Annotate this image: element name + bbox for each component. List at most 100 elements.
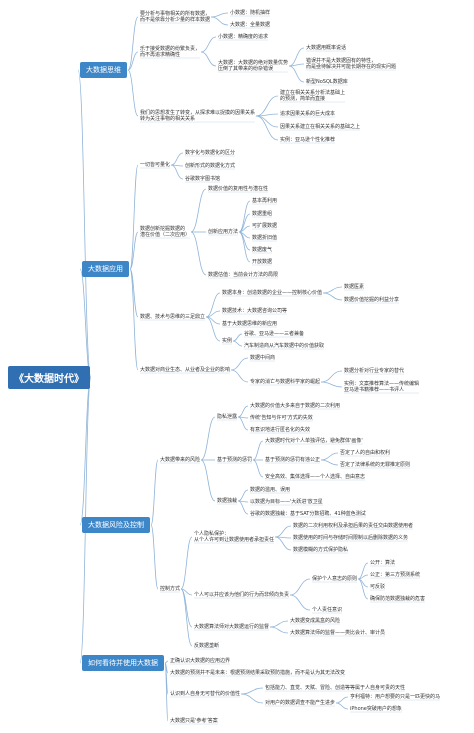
node[interactable]: 实例 [222, 338, 233, 344]
node[interactable]: 大数据对商业生态、从业者及企业的影响 [140, 367, 231, 373]
node[interactable]: 以数据为目标——'大跃进'放卫星 [250, 499, 323, 505]
node[interactable]: 控制方式 [160, 586, 181, 592]
connector-line [127, 16, 139, 71]
node[interactable]: 个人可以并应该为他们的行为而非倾向负责 [194, 592, 290, 598]
node[interactable]: 数据的二次利用权利及承担后果的责任交由数据使用者 [293, 523, 414, 529]
node[interactable]: 数据废气 [252, 247, 273, 253]
node[interactable]: 数据创新挖掘数据的 潜在价值（二次应用） [140, 226, 191, 238]
node[interactable]: 数据折旧值 [252, 235, 278, 241]
node[interactable]: 一切皆可量化 [140, 162, 171, 168]
node[interactable]: 正确认识大数据的应用边界 [170, 658, 231, 664]
node[interactable]: 数据、技术与思维的三足鼎立 [140, 314, 206, 320]
node[interactable]: 小数据：精确度的追求 [218, 34, 269, 40]
node[interactable]: 确保防范数据独裁的危害 [370, 596, 426, 602]
node[interactable]: 否定了人的自由和权利 [340, 450, 391, 456]
node[interactable]: 数据重组 [252, 211, 273, 217]
node[interactable]: 谷歌、亚马逊——三者兼备 [244, 331, 305, 337]
node[interactable]: 基本再利用 [252, 198, 278, 204]
node[interactable]: 汽车制造商从汽车数据中的价值获取 [244, 343, 325, 349]
node[interactable]: 包括能力、直觉、天赋、冒险、创造等等属于人自身可贵的天性 [265, 685, 406, 691]
node[interactable]: 错误并不是大数据固有的特性， 而是亟待解决并可能长期存在的现实问题 [306, 58, 397, 70]
connector-line [200, 36, 217, 53]
node[interactable]: 乐于接受数据的纷繁负责， 而不再追求精确性 [140, 46, 201, 58]
node[interactable]: 数字化与数据化的区分 [185, 150, 236, 156]
connector-line [200, 459, 216, 502]
node[interactable]: 数据价值的复用性与潜在性 [208, 186, 269, 192]
node[interactable]: 数据技术：大数据咨询公司等 [222, 308, 288, 314]
node[interactable]: 可反驳 [370, 584, 386, 590]
node[interactable]: 大数据算法师的监督——类比会计、审计员 [290, 630, 386, 636]
node[interactable]: 大数据只是'参考'答案 [170, 718, 218, 724]
node[interactable]: 大数据的预测并不是未来：根据预测结果采取预防措施，而不是认为其无法改变 [170, 670, 346, 676]
node[interactable]: 亨利福特：用户想要的只是一匹更快的马 [350, 694, 441, 700]
node[interactable]: 专家的消亡与数据科学家的崛起 [250, 379, 321, 385]
connector-line [322, 292, 343, 301]
node[interactable]: 谷歌的数据独裁：基于SAT分数招聘、41种蓝色测试 [250, 511, 366, 517]
root-node[interactable]: 《大数据时代》 [8, 366, 90, 389]
node[interactable]: 可扩展数据 [252, 223, 278, 229]
connector-line [289, 594, 311, 611]
node[interactable]: 大数据的价值大多来自于数据的二次利用 [250, 403, 341, 409]
node[interactable]: 基于预测的惩罚 [217, 457, 253, 463]
node[interactable]: 保护个人意志的原则 [312, 576, 358, 582]
node[interactable]: 谷歌数字图书馆 [185, 176, 221, 182]
node[interactable]: 大数据变成黑盒的风险 [290, 618, 341, 624]
branch-thinking[interactable]: 大数据思维 [80, 62, 127, 78]
node[interactable]: 要分析与事物相关的所有数据， 而不是依靠分析少量的样本数据 [140, 11, 211, 23]
node[interactable]: 大数据算法师对大数据运行的监督 [194, 624, 270, 630]
node[interactable]: 创新应用方法 [208, 229, 239, 235]
node[interactable]: 新型NoSQL数据库 [306, 79, 348, 85]
node[interactable]: 基于预测的惩罚有违公正 [265, 457, 321, 463]
node[interactable]: 隐私泄露 [217, 414, 238, 420]
node[interactable]: 开放数据 [252, 259, 273, 265]
node[interactable]: 大数据：全量数据 [230, 22, 271, 28]
connector-line [200, 51, 217, 67]
node[interactable]: 数据模糊的方式保护隐私 [293, 547, 349, 553]
node[interactable]: 基于大数据思维的新应用 [222, 321, 278, 327]
node[interactable]: iPhone突破用户的想象 [350, 706, 402, 712]
node[interactable]: 创新形式的数据化方式 [185, 163, 236, 169]
node[interactable]: 数据估值：当前会计方法的局限 [208, 272, 279, 278]
connector-line [320, 381, 343, 388]
node[interactable]: 安全高效、集体选择——个人选择、自由意志 [265, 474, 366, 480]
node[interactable]: 实例：亚马逊个性化推荐 [280, 137, 336, 143]
node[interactable]: 大数据带来的风险 [160, 457, 201, 463]
node[interactable]: 数据价值挖掘的利益分享 [344, 297, 400, 303]
node[interactable]: 追求因果关系的巨大成本 [280, 111, 336, 117]
branch-risk[interactable]: 大数据风险及控制 [82, 517, 150, 533]
connector-line [129, 164, 139, 270]
node[interactable]: 数据中间商 [250, 355, 276, 361]
node[interactable]: 否定了法律系统的无罪推定原则 [340, 462, 411, 468]
node[interactable]: 大数据：大数据的绝对数量优势 压倒了其带来的纷杂错误 [218, 60, 289, 72]
connector-line [237, 405, 249, 418]
branch-application[interactable]: 大数据应用 [82, 261, 129, 277]
node[interactable]: 个人隐私保护： 从个人许可到让数据使用者承担责任 [194, 531, 275, 543]
node[interactable]: 公开：算法 [370, 560, 396, 566]
node[interactable]: 有意识地进行匿名化的失效 [250, 427, 311, 433]
node[interactable]: 传统'告知与许可'方式的失效 [250, 415, 313, 421]
node[interactable]: 大数据用概率说话 [306, 45, 347, 51]
node[interactable]: 数据独裁 [217, 498, 238, 504]
node[interactable]: 数据本身：创造数据的企业——控制核心价值 [222, 290, 323, 296]
node[interactable]: 对用户的数据调查不能产生进步 [265, 700, 336, 706]
node[interactable]: 数据的滥用、误用 [250, 487, 291, 493]
node[interactable]: 反数据垄断 [194, 643, 220, 649]
connector-line [180, 588, 193, 647]
node[interactable]: 实例：文案推荐算法——传统编辑 亚马逊书籍推荐——书评人 [344, 381, 420, 393]
node[interactable]: 公正：第三方预测系统 [370, 572, 421, 578]
node[interactable]: 认识到人自身无可替代的价值性 [170, 691, 241, 697]
node[interactable]: 我们的思想发生了转变，从探求难以捉摸的因果关系 转为关注事物的相关关系 [140, 110, 256, 122]
connector-line [232, 333, 243, 342]
node[interactable]: 大数据时代对个人单独评估，避免群体'画像' [265, 438, 363, 444]
node[interactable]: 小数据：随机抽样 [230, 10, 271, 16]
connector-line [150, 459, 159, 526]
node[interactable]: 个人责任意识 [312, 607, 343, 613]
connector-line [255, 115, 279, 128]
node[interactable]: 数据分析对行业专家的替代 [344, 368, 405, 374]
node[interactable]: 建立在相关关系分析法基础上 的预测，简单而直接 [280, 90, 346, 102]
node[interactable]: 因果关系建立在相关关系的基础之上 [280, 124, 361, 130]
node[interactable]: 数据医素 [344, 284, 365, 290]
branch-how-to-use[interactable]: 如何看待并使用大数据 [82, 655, 164, 671]
node[interactable]: 数据使用的时间与存储时间限制以后删除数据的义务 [293, 535, 409, 541]
connector-line [190, 188, 207, 233]
